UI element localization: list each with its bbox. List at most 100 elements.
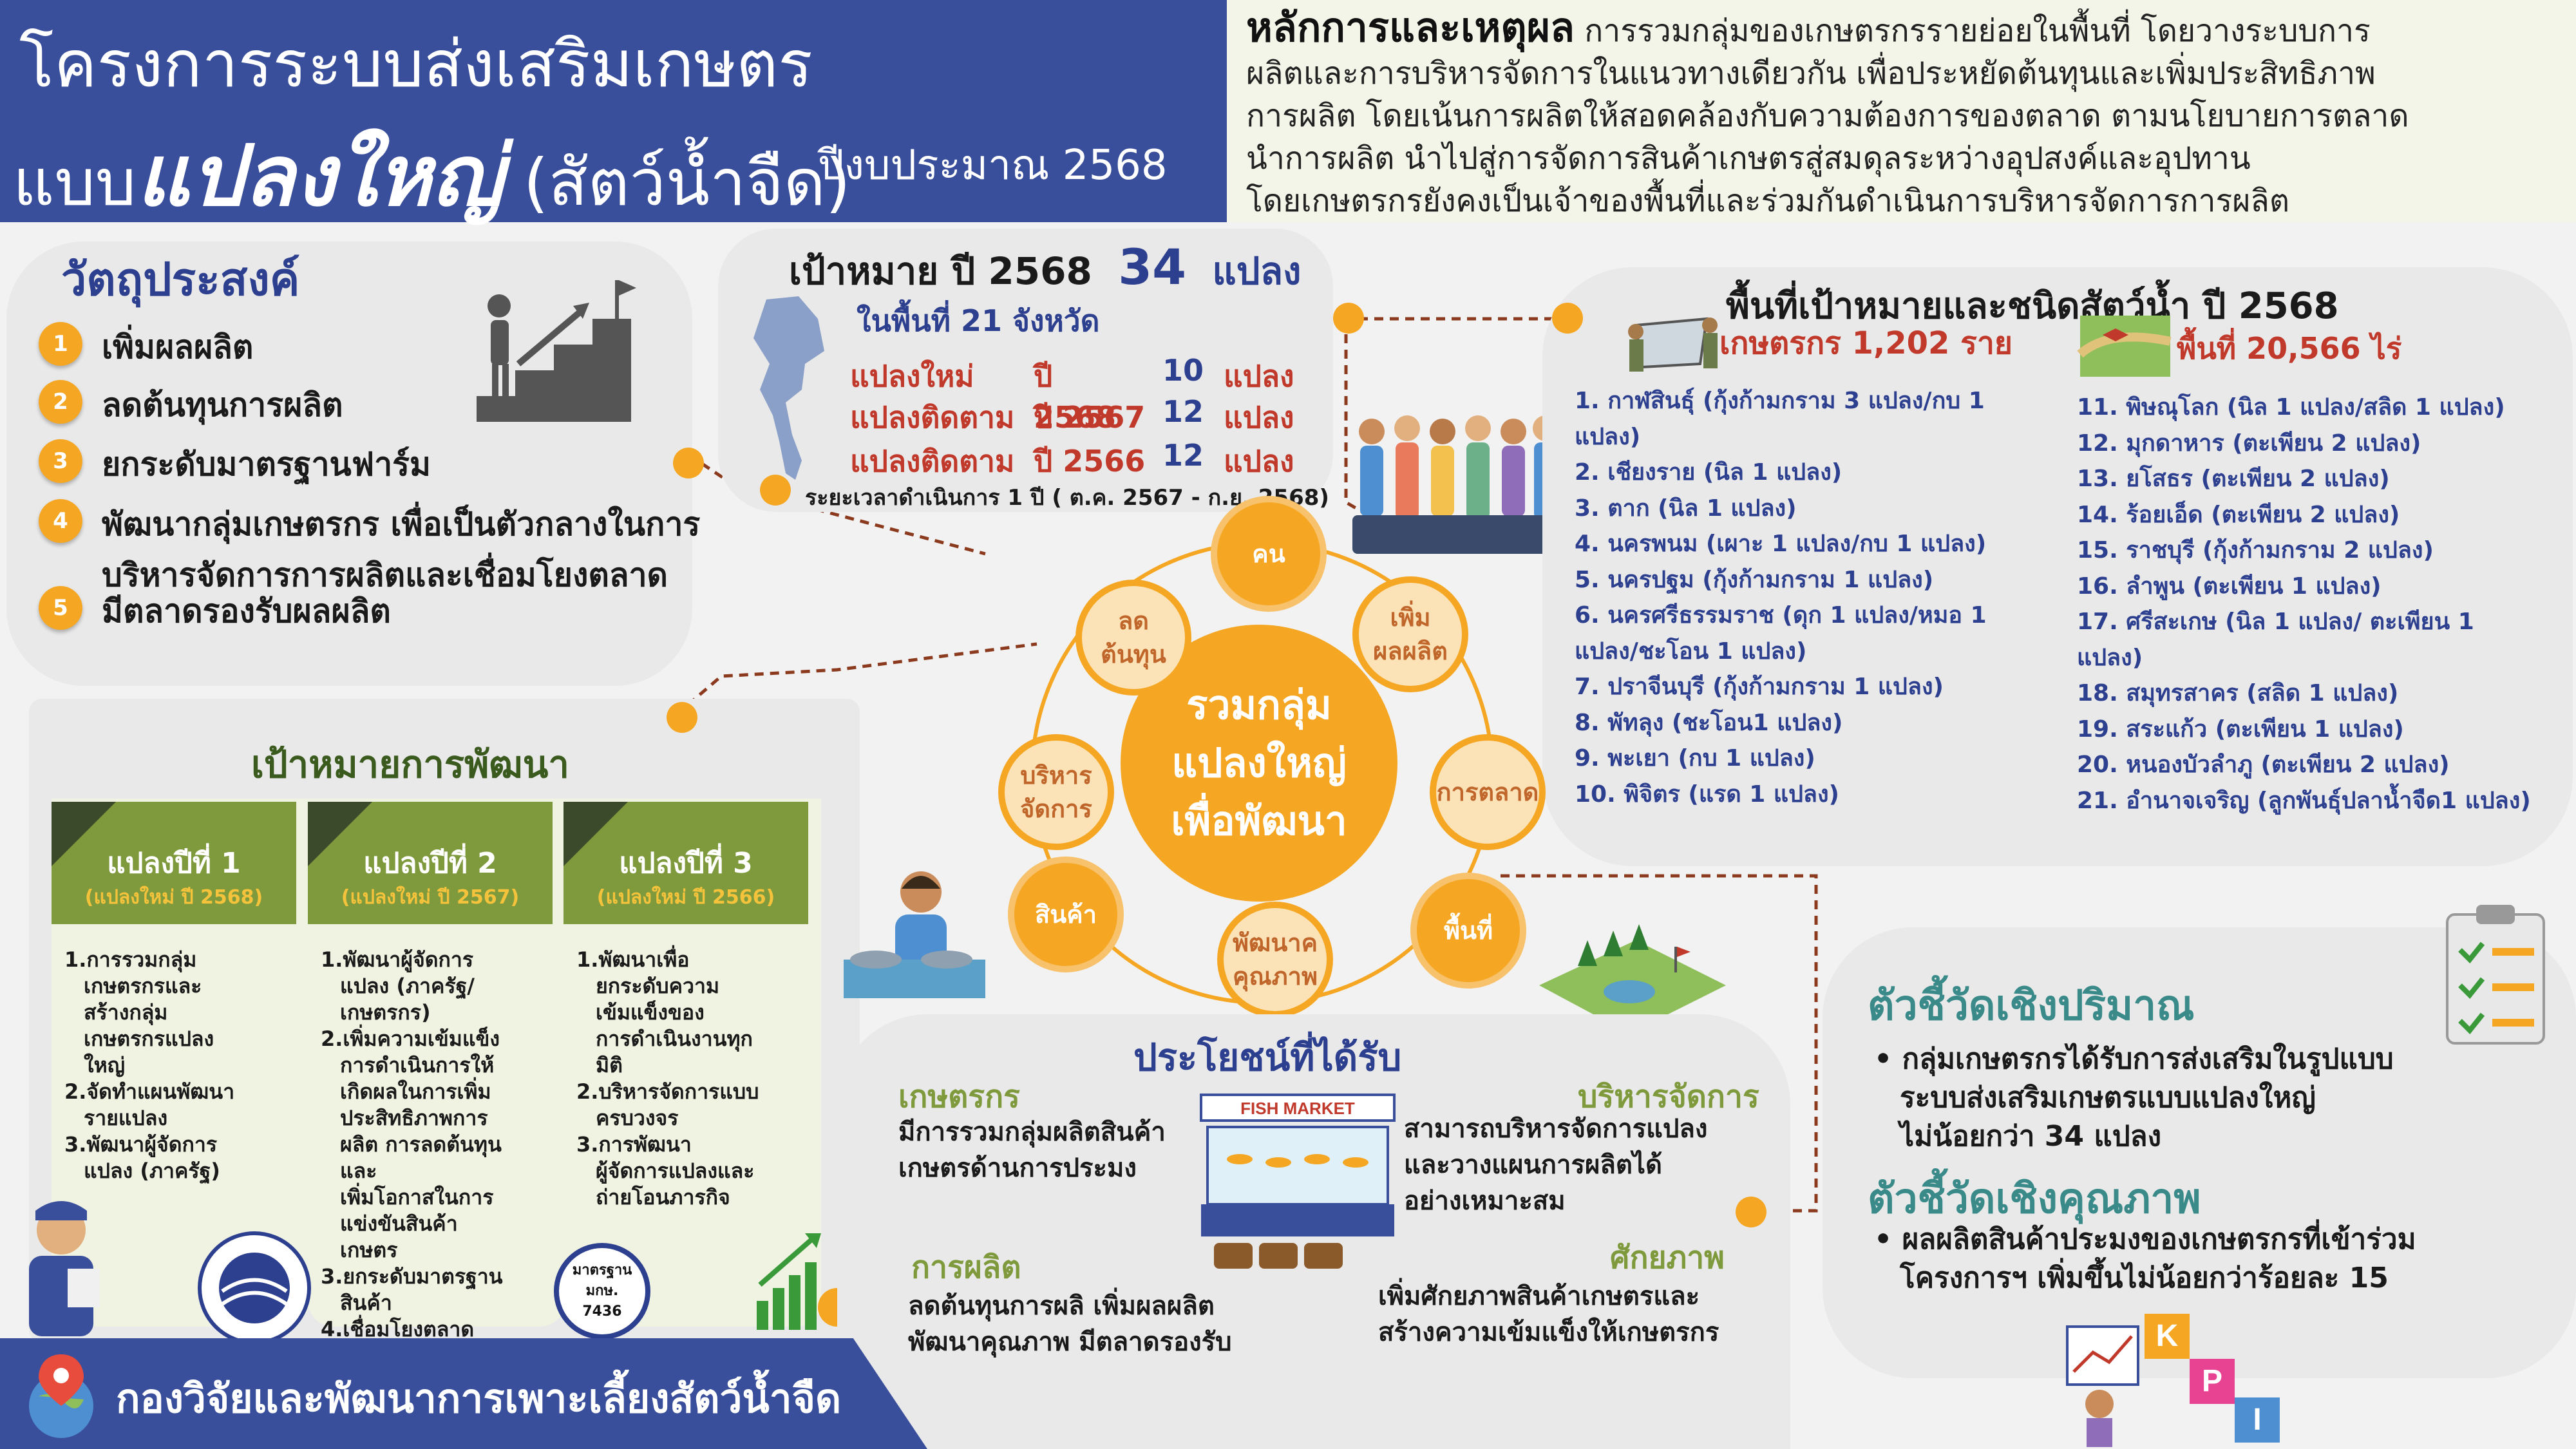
province-item: แปลง/ชะโอน 1 แปลง) (1575, 638, 1807, 665)
development-line: 3.พัฒนาผู้จัดการ (64, 1132, 218, 1157)
province-item: 19. สระแก้ว (ตะเพียน 1 แปลง) (2077, 715, 2404, 743)
development-line: มิติ (596, 1053, 623, 1077)
hub-people: คน (1211, 496, 1327, 612)
development-line: แปลง (ภาครัฐ) (84, 1159, 220, 1183)
hub-increase-yield: เพิ่มผลผลิต (1352, 576, 1468, 692)
farmland-icon (2077, 316, 2172, 377)
development-line: 1.การรวมกลุ่ม (64, 947, 197, 972)
province-item: แปลง) (1575, 423, 1641, 450)
landscape-icon (1539, 924, 1726, 1034)
province-item: 8. พัทลุง (ชะโอน1 แปลง) (1575, 709, 1843, 736)
globe-pin-icon (29, 1354, 93, 1438)
principle-heading: หลักการและเหตุผล (1246, 4, 1575, 51)
connector-dot (1333, 303, 1364, 334)
officer-icon (29, 1201, 100, 1336)
budget-year: ปีงบประมาณ 2568 (818, 142, 1168, 189)
development-line: แปลง (ภาครัฐ/ (340, 974, 475, 998)
target-area-title: พื้นที่เป้าหมายและชนิดสัตว์น้ำ ปี 2568 (1726, 285, 2339, 327)
development-line: 3.ยกระดับมาตรฐาน (321, 1264, 503, 1289)
qualitative-indicator-text: • ผลผลิตสินค้าประมงของเกษตรกรที่เข้าร่วม… (1874, 1223, 2416, 1294)
development-title: เป้าหมายการพัฒนา (251, 743, 569, 786)
connector-dot (673, 448, 704, 478)
title-line-1: โครงการระบบส่งเสริมเกษตร (19, 26, 813, 102)
connector-dot (1552, 303, 1583, 334)
year-3-header: แปลงปีที่ 3(แปลงใหม่ ปี 2566) (564, 802, 808, 924)
hub-marketing: การตลาด (1430, 734, 1546, 850)
hub-goods: สินค้า (1008, 857, 1124, 972)
development-line: เกษตรกรแปลง (84, 1027, 214, 1051)
benefit-manage-text: สามารถบริหารจัดการแปลงและวางแผนการผลิตได… (1404, 1114, 1708, 1216)
province-item: 15. ราชบุรี (กุ้งก้ามกราม 2 แปลง) (2077, 537, 2434, 564)
development-line: การดำเนินการให้ (340, 1053, 495, 1077)
thailand-map-icon (753, 296, 824, 480)
year-2-text: 1.พัฒนาผู้จัดการแปลง (ภาครัฐ/เกษตรกร)2.เ… (321, 947, 553, 1343)
province-item: 18. สมุทรสาคร (สลิด 1 แปลง) (2077, 680, 2399, 706)
year-2-header: แปลงปีที่ 2(แปลงใหม่ ปี 2567) (308, 802, 553, 924)
development-line: 2.จัดทำแผนพัฒนา (64, 1079, 235, 1104)
development-line: 1.พัฒนาผู้จัดการ (321, 947, 474, 972)
benefits-title: ประโยชน์ที่ได้รับ (1133, 1036, 1402, 1079)
benefit-potential-head: ศักยภาพ (1610, 1240, 1725, 1276)
benefit-farmer-head: เกษตรกร (898, 1079, 1020, 1115)
development-line: ครบวงจร (596, 1106, 679, 1130)
footer-banner: กองวิจัยและพัฒนาการเพาะเลี้ยงสัตว์น้ำจืด (0, 1338, 927, 1449)
province-item: 17. ศรีสะเกษ (นิล 1 แปลง/ ตะเพียน 1 (2077, 609, 2474, 635)
standard-badge: มาตรฐานมกษ.7436 (554, 1243, 650, 1340)
benefit-potential-text: เพิ่มศักยภาพสินค้าเกษตรและสร้างความเข้มแ… (1378, 1282, 1719, 1347)
development-line: ยกระดับความ (596, 974, 720, 998)
kpi-letter-i: I (2253, 1403, 2261, 1437)
stairs-goal-icon (477, 280, 636, 422)
development-line: ผู้จัดการแปลงและ (596, 1159, 755, 1183)
development-line: 3.การพัฒนา (576, 1132, 692, 1157)
development-line: สร้างกลุ่ม (84, 1000, 168, 1025)
province-item: 21. อำนาจเจริญ (ลูกพันธุ์ปลาน้ำจืด1 แปลง… (2077, 787, 2531, 814)
province-item: 11. พิษณุโลก (นิล 1 แปลง/สลิด 1 แปลง) (2077, 394, 2505, 421)
kpi-illustration-icon: K P I (2066, 1314, 2280, 1447)
development-line: แข่งขันสินค้า (340, 1211, 458, 1236)
hub-quality: พัฒนาคคุณภาพ (1217, 902, 1333, 1018)
development-line: รายแปลง (84, 1106, 168, 1130)
quantitative-indicator-title: ตัวชี้วัดเชิงปริมาณ (1868, 982, 2195, 1030)
development-line: 2.บริหารจัดการแบบ (576, 1079, 759, 1104)
province-item: 14. ร้อยเอ็ด (ตะเพียน 2 แปลง) (2077, 501, 2400, 528)
development-line: ประสิทธิภาพการ (340, 1106, 488, 1130)
development-line: เพิ่มโอกาสในการ (340, 1185, 494, 1209)
benefit-production-head: การผลิต (911, 1249, 1021, 1285)
development-line: สินค้า (340, 1291, 392, 1315)
hub-area: พื้นที่ (1410, 873, 1526, 989)
year-1-header: แปลงปีที่ 1(แปลงใหม่ ปี 2568) (52, 802, 296, 924)
footer-text: กองวิจัยและพัฒนาการเพาะเลี้ยงสัตว์น้ำจืด (116, 1375, 842, 1422)
fisherman-net-icon (1628, 317, 1718, 372)
title-line-2: แบบแปลงใหญ่ (สัตว์น้ำจืด) (13, 127, 851, 225)
province-item: 13. ยโสธร (ตะเพียน 2 แปลง) (2077, 466, 2390, 492)
province-item: 1. กาฬสินธุ์ (กุ้งก้ามกราม 3 แปลง/กบ 1 (1575, 388, 1985, 414)
fish-market-sign: FISH MARKET (1240, 1099, 1355, 1118)
farmer-count: เกษตรกร 1,202 ราย (1719, 325, 2013, 361)
connector-dot (1736, 1197, 1766, 1227)
goal-title: เป้าหมาย ปี 2568 34 แปลง (789, 238, 1302, 296)
kpi-letter-k: K (2156, 1319, 2179, 1353)
connector-dot (760, 475, 791, 506)
department-seal-icon (198, 1231, 311, 1345)
year-3-text: 1.พัฒนาเพื่อยกระดับความเข้มแข็งของการดำเ… (576, 947, 808, 1211)
benefit-manage-head: บริหารจัดการ (1578, 1079, 1759, 1115)
objectives-title: วัตถุประสงค์ (61, 253, 300, 306)
principle-box: หลักการและเหตุผล การรวมกลุ่มของเกษตรกรรา… (1227, 0, 2576, 222)
development-line: ใหญ่ (84, 1053, 125, 1077)
province-item: 4. นครพนม (เผาะ 1 แปลง/กบ 1 แปลง) (1575, 531, 1987, 557)
goal-panel (718, 229, 1333, 512)
fish-market-icon: FISH MARKET (1200, 1094, 1396, 1269)
province-item: 16. ลำพูน (ตะเพียน 1 แปลง) (2077, 573, 2382, 600)
development-line: เกษตรกร) (340, 1000, 431, 1025)
benefit-production-text: ลดต้นทุนการผลิ เพิ่มผลผลิตพัฒนาคุณภาพ มี… (908, 1291, 1232, 1357)
header-banner: โครงการระบบส่งเสริมเกษตร แบบแปลงใหญ่ (สั… (0, 0, 1227, 225)
province-item: 10. พิจิตร (แรด 1 แปลง) (1575, 781, 1840, 808)
development-line: 2.เพิ่มความเข้มแข็ง (321, 1027, 500, 1051)
province-item: 6. นครศรีธรรมราช (ดุก 1 แปลง/หมอ 1 (1575, 602, 1987, 629)
development-line: 1.พัฒนาเพื่อ (576, 947, 690, 972)
